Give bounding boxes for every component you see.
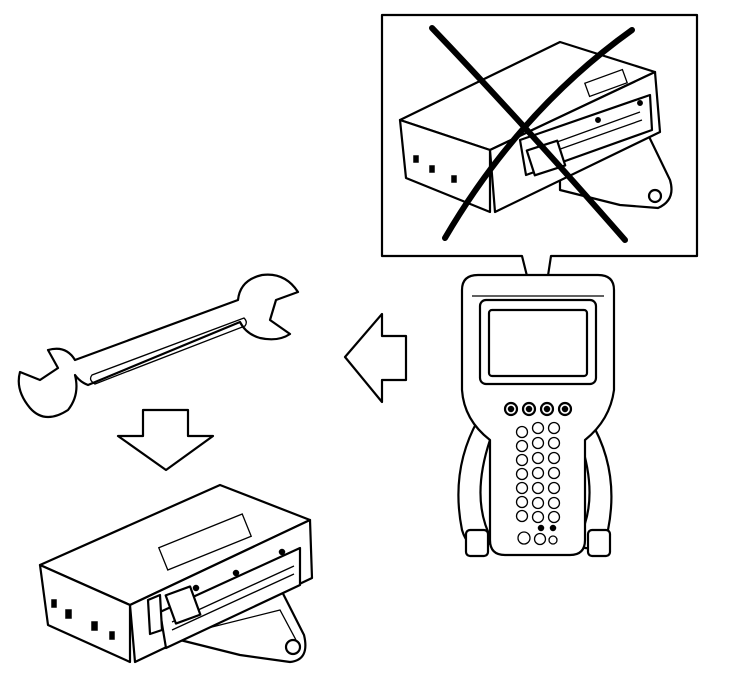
- prohibition-panel: [380, 13, 699, 330]
- open-end-wrench-icon: [17, 273, 300, 419]
- hollow-arrow-left-icon: [343, 312, 408, 404]
- hollow-arrow-down-icon: [116, 408, 215, 472]
- handheld-scan-tool-icon: [457, 273, 616, 558]
- crossed-out-module-icon: [398, 40, 673, 214]
- keypad: [515, 421, 561, 546]
- control-module-with-bracket-icon: [38, 483, 314, 664]
- prohibition-x-icon: [429, 25, 635, 243]
